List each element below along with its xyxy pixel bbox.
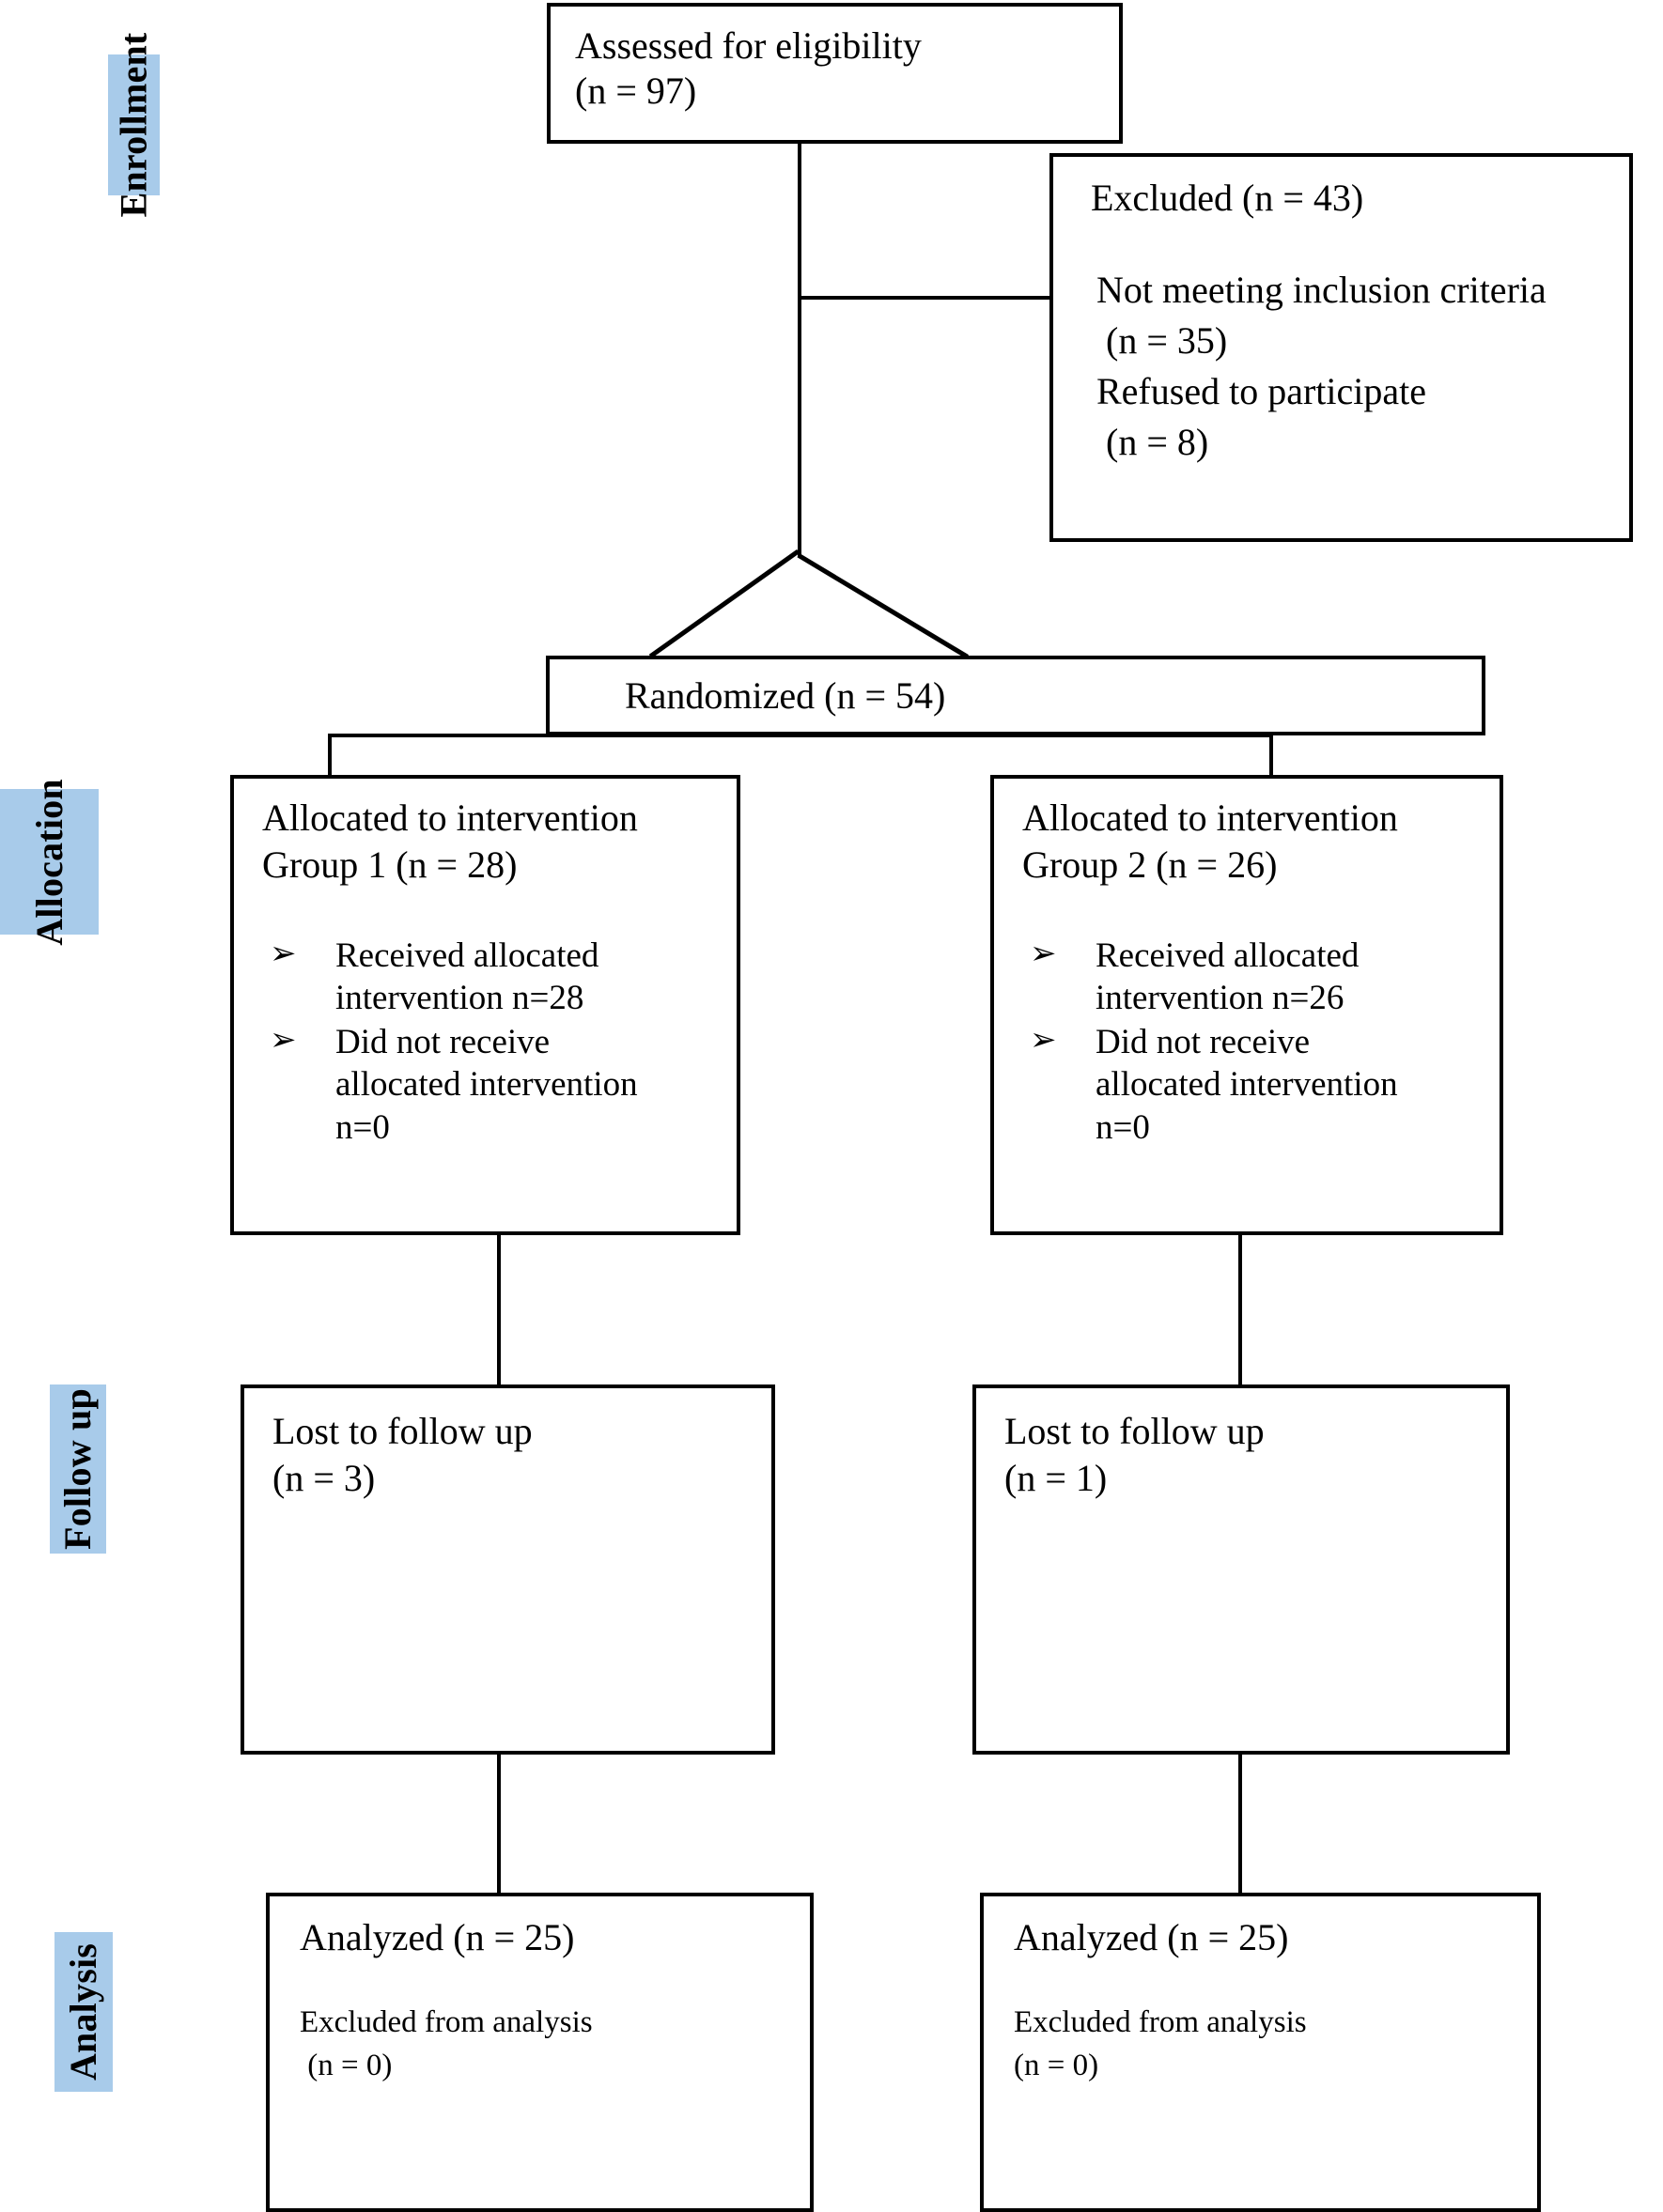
box-analyzed-group2: Analyzed (n = 25) Excluded from analysis… [980,1893,1541,2212]
box-lost-to-followup-group1: Lost to follow up (n = 3) [241,1384,775,1755]
connector-assessed-to-fork [798,56,801,556]
lost-group2-line2: (n = 1) [1004,1457,1108,1499]
stage-label-analysis-text: Analysis [62,1942,104,2081]
box-analyzed-group1: Analyzed (n = 25) Excluded from analysis… [266,1893,814,2212]
list-item: ➢ Received allocated intervention n=28 [270,935,727,1019]
analyzed-group1-sub-line1: Excluded from analysis [300,2005,593,2039]
bullet-arrow-icon: ➢ [270,1023,297,1059]
allocated-group2-line2: Group 2 (n = 26) [1022,843,1278,886]
connector-assessed-to-excluded [798,296,1053,300]
excluded-heading: Excluded (n = 43) [1091,177,1364,219]
list-item: ➢ Did not receive allocated intervention… [1030,1021,1490,1148]
connector-group1-to-lost1 [497,1233,501,1384]
connector-lost1-to-analyzed1 [497,1755,501,1893]
stage-label-allocation: Allocation [0,779,99,945]
randomized-label: Randomized (n = 54) [625,674,946,717]
allocated-group1-bullet-2: Did not receive allocated intervention n… [335,1023,638,1147]
excluded-reason1-line2: (n = 35) [1096,319,1228,362]
connector-lost2-to-analyzed2 [1238,1755,1242,1893]
analyzed-group1-heading: Analyzed (n = 25) [300,1916,575,1958]
bullet-arrow-icon: ➢ [1030,936,1057,971]
excluded-reason2-line1: Refused to participate [1096,370,1426,412]
allocated-group2-bullet-1: Received allocated intervention n=26 [1096,936,1360,1018]
lost-group2-line1: Lost to follow up [1004,1410,1265,1452]
stage-label-analysis: Analysis [54,1932,113,2092]
box-lost-to-followup-group2: Lost to follow up (n = 1) [972,1384,1510,1755]
analyzed-group2-sub-line1: Excluded from analysis [1014,2005,1307,2039]
box-assessed-for-eligibility: Assessed for eligibility (n = 97) [547,3,1123,144]
connector-randomized-split [328,734,1273,737]
bullet-arrow-icon: ➢ [1030,1023,1057,1059]
allocated-group2-bullet-2: Did not receive allocated intervention n… [1096,1023,1398,1147]
box-allocated-group1: Allocated to intervention Group 1 (n = 2… [230,775,740,1235]
box-allocated-group2: Allocated to intervention Group 2 (n = 2… [990,775,1503,1235]
stage-label-enrollment: Enrollment [108,33,160,217]
assessed-line1: Assessed for eligibility [575,24,922,67]
allocated-group1-bullet-1: Received allocated intervention n=28 [335,936,599,1018]
list-item: ➢ Received allocated intervention n=26 [1030,935,1490,1019]
stage-label-followup-text: Follow up [56,1388,99,1550]
allocated-group2-bullets: ➢ Received allocated intervention n=26 ➢… [1030,935,1490,1151]
lost-group1-line2: (n = 3) [272,1457,376,1499]
excluded-reason2-line2: (n = 8) [1096,421,1209,463]
box-excluded: Excluded (n = 43) Not meeting inclusion … [1049,153,1633,542]
stage-label-followup: Follow up [50,1384,106,1554]
box-randomized: Randomized (n = 54) [546,656,1485,735]
assessed-line2: (n = 97) [575,70,697,112]
analyzed-group1-sub-line2: (n = 0) [300,2049,393,2082]
connector-fork-right [797,553,970,659]
stage-label-allocation-text: Allocation [27,778,70,946]
analyzed-group2-heading: Analyzed (n = 25) [1014,1916,1289,1958]
allocated-group1-bullets: ➢ Received allocated intervention n=28 ➢… [270,935,727,1151]
analyzed-group2-sub-line2: (n = 0) [1014,2049,1099,2082]
lost-group1-line1: Lost to follow up [272,1410,533,1452]
connector-fork-left [648,549,800,658]
allocated-group1-line1: Allocated to intervention [262,797,638,839]
connector-randomized-to-group2 [1269,734,1273,775]
excluded-reason1-line1: Not meeting inclusion criteria [1096,269,1546,311]
connector-group2-to-lost2 [1238,1233,1242,1384]
bullet-arrow-icon: ➢ [270,936,297,971]
stage-label-enrollment-text: Enrollment [112,32,155,218]
allocated-group1-line2: Group 1 (n = 28) [262,843,518,886]
allocated-group2-line1: Allocated to intervention [1022,797,1398,839]
list-item: ➢ Did not receive allocated intervention… [270,1021,727,1148]
connector-randomized-to-group1 [328,734,332,775]
